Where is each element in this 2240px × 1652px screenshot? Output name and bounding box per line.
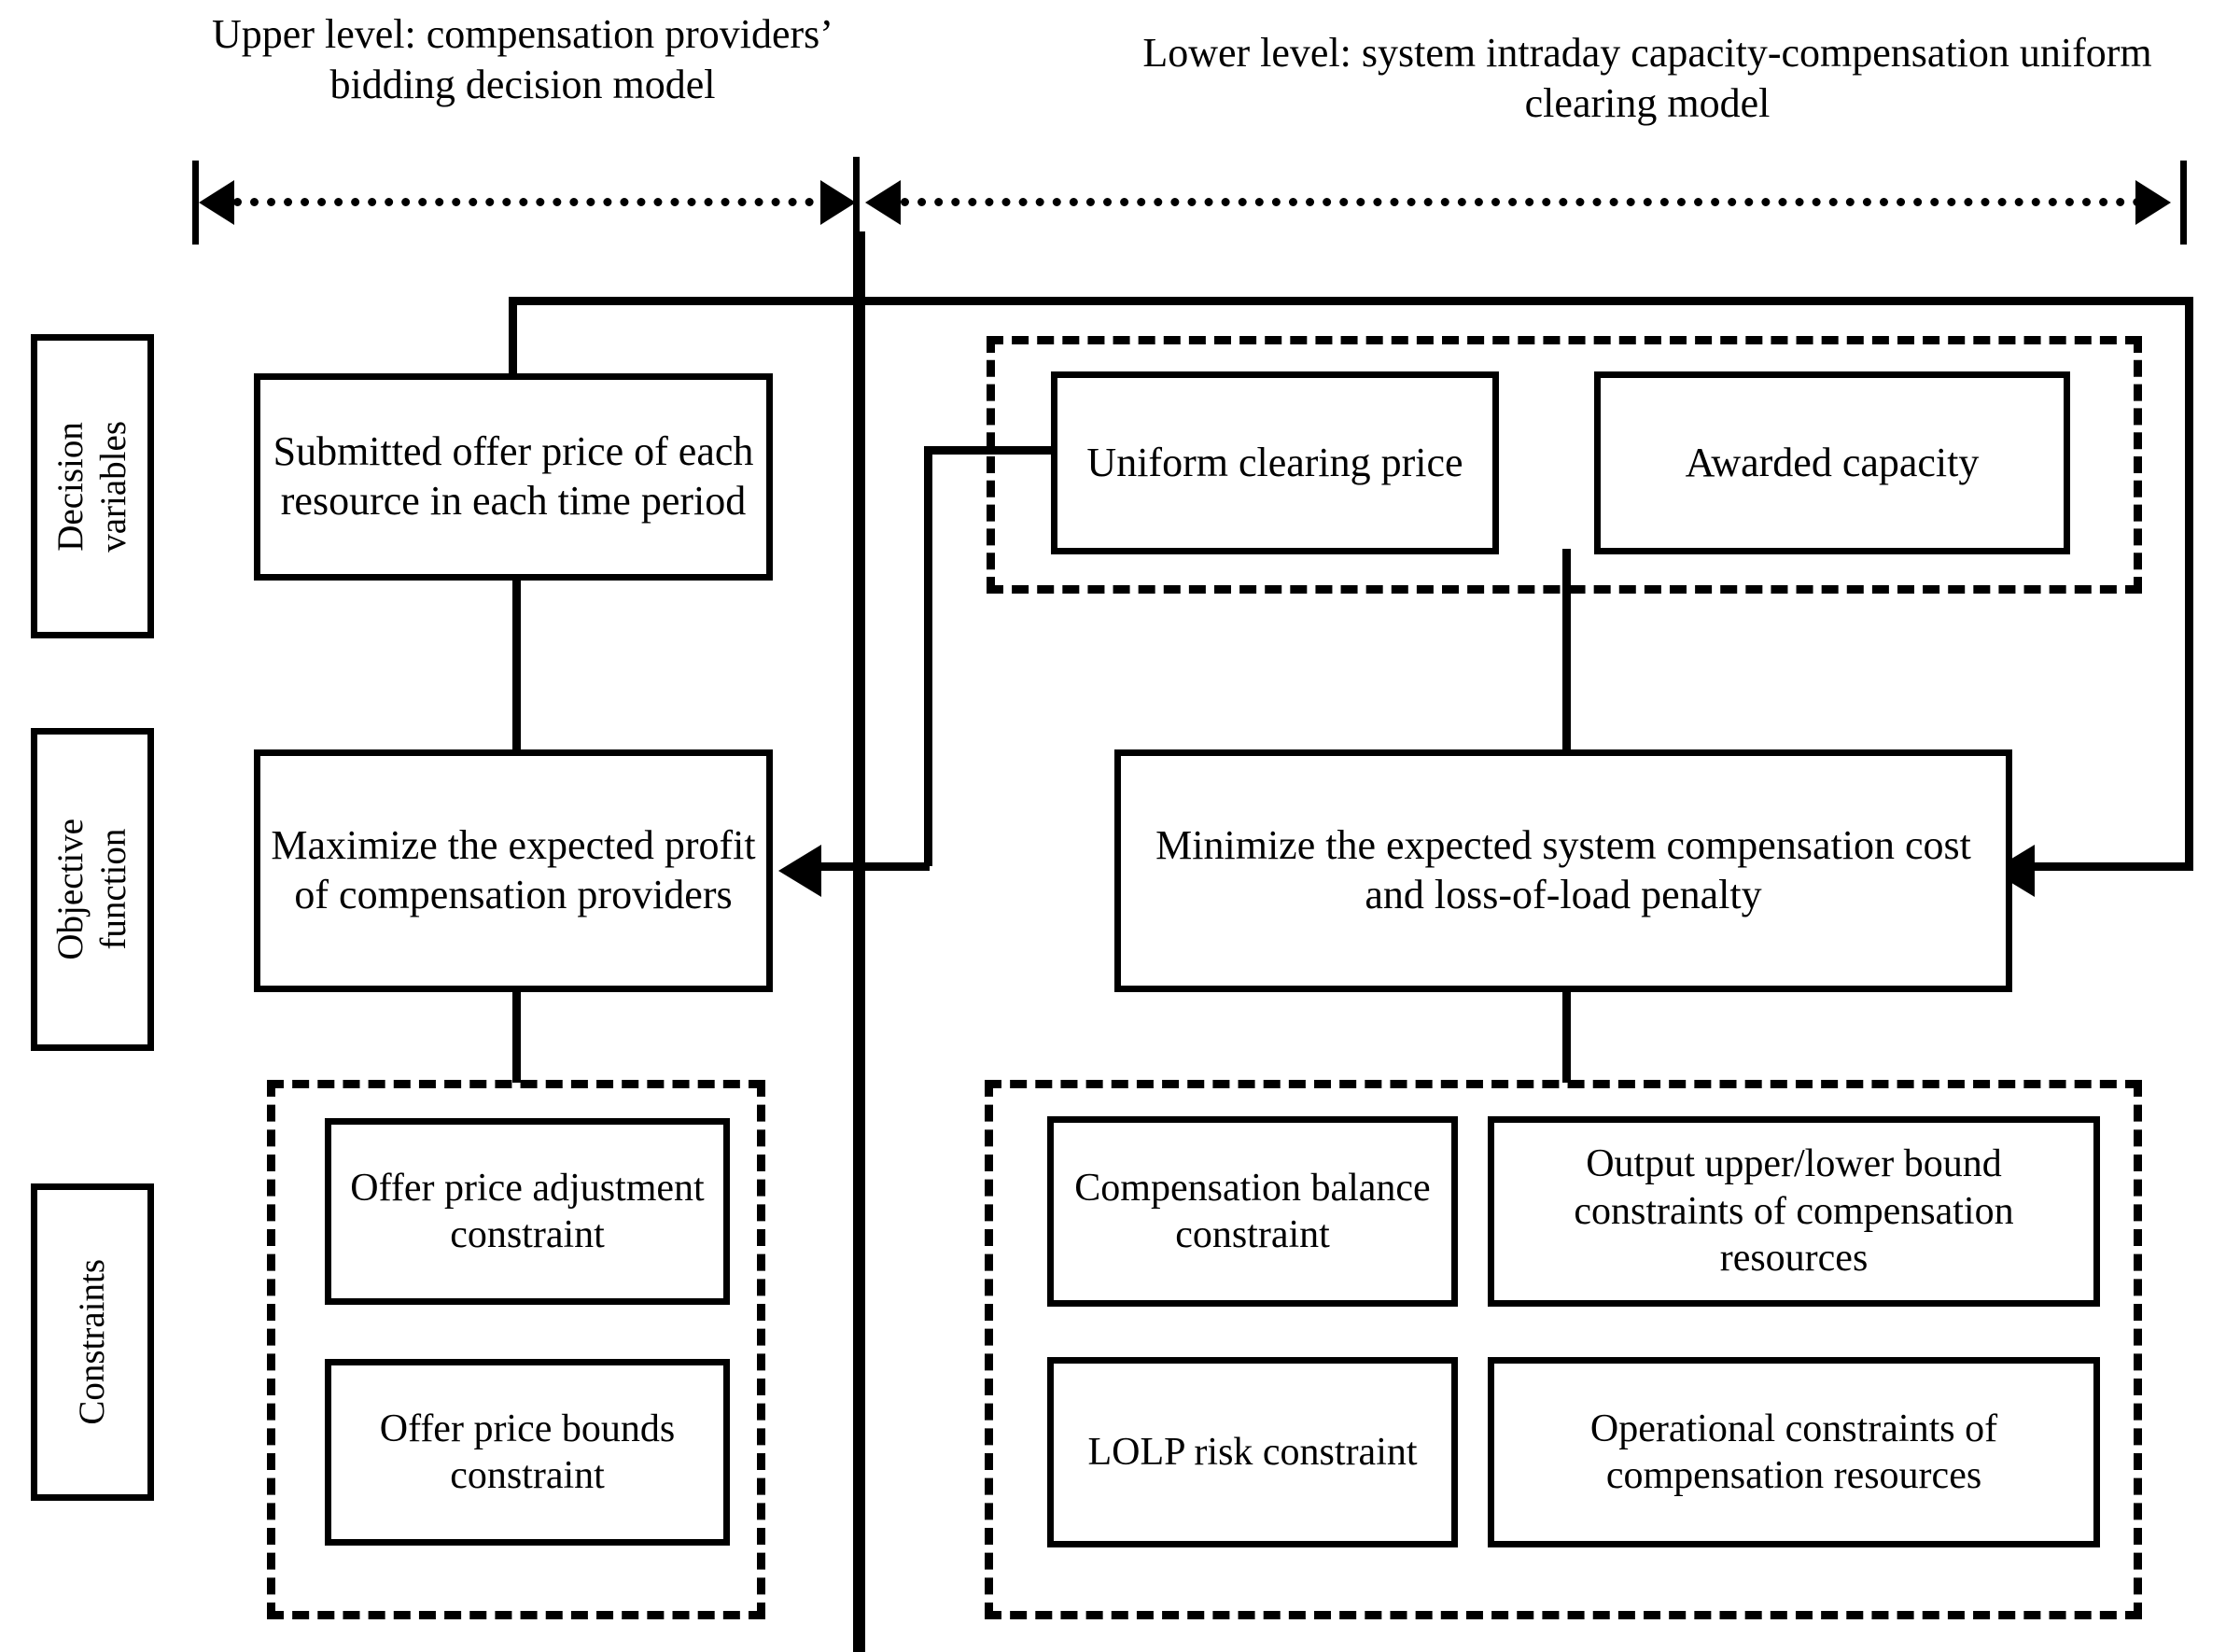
- feedback-right-vertical-line: [2185, 297, 2193, 866]
- box-operational-constraints-label: Operational constraints of compensation …: [1589, 1407, 1998, 1497]
- upper-span-right-arrowhead: [820, 180, 856, 225]
- box-uniform-clearing-price-label: Uniform clearing price: [1086, 439, 1463, 485]
- stem-maximize-to-upper-constraints: [512, 989, 521, 1083]
- clearing-price-into-maximize-horizontal-line: [821, 862, 930, 871]
- stem-submitted-to-maximize: [512, 579, 521, 752]
- lower-span-left-arrowhead: [865, 180, 901, 225]
- lower-span-rail: [901, 198, 2142, 206]
- lower-level-title: Lower level: system intraday capacity-co…: [1142, 30, 2152, 126]
- clearing-price-vertical-line: [924, 446, 932, 866]
- row-label-constraints-text: Constraints: [71, 1259, 112, 1425]
- box-lolp-risk-constraint[interactable]: LOLP risk constraint: [1047, 1357, 1458, 1547]
- upper-span-rail: [233, 198, 831, 206]
- box-compensation-balance-constraint-label: Compensation balance constraint: [1074, 1166, 1431, 1256]
- lower-constraints-group: [985, 1080, 2142, 1619]
- lower-span-right-arrowhead: [2135, 180, 2171, 225]
- box-offer-price-bounds-constraint-label: Offer price bounds constraint: [379, 1407, 676, 1497]
- box-submitted-offer-price-label: Submitted offer price of each resource i…: [273, 428, 754, 524]
- box-minimize-cost[interactable]: Minimize the expected system compensatio…: [1114, 749, 2012, 992]
- box-uniform-clearing-price[interactable]: Uniform clearing price: [1051, 371, 1499, 554]
- box-awarded-capacity[interactable]: Awarded capacity: [1594, 371, 2070, 554]
- span-center-tick: [853, 157, 860, 245]
- upper-level-title: Upper level: compensation providers’ bid…: [212, 11, 833, 107]
- box-maximize-profit-label: Maximize the expected profit of compensa…: [271, 822, 756, 917]
- stem-awarded-capacity-to-minimize: [1562, 549, 1571, 752]
- box-operational-constraints[interactable]: Operational constraints of compensation …: [1488, 1357, 2100, 1547]
- row-label-decision-variables: Decision variables: [31, 334, 154, 638]
- lower-decision-variables-group: [987, 336, 2142, 594]
- box-offer-price-adjustment-constraint-label: Offer price adjustment constraint: [350, 1166, 705, 1256]
- arrow-into-maximize-box: [778, 845, 821, 897]
- box-offer-price-bounds-constraint[interactable]: Offer price bounds constraint: [325, 1359, 730, 1546]
- box-output-bound-constraints[interactable]: Output upper/lower bound constraints of …: [1488, 1116, 2100, 1307]
- box-output-bound-constraints-label: Output upper/lower bound constraints of …: [1574, 1142, 2014, 1281]
- box-lolp-risk-constraint-label: LOLP risk constraint: [1087, 1430, 1418, 1474]
- feedback-top-horizontal-line: [509, 297, 2193, 305]
- box-maximize-profit[interactable]: Maximize the expected profit of compensa…: [254, 749, 773, 992]
- box-offer-price-adjustment-constraint[interactable]: Offer price adjustment constraint: [325, 1118, 730, 1305]
- lower-span-right-tick: [2180, 161, 2187, 245]
- row-label-decision-variables-text: Decision variables: [49, 420, 133, 553]
- box-submitted-offer-price[interactable]: Submitted offer price of each resource i…: [254, 373, 773, 581]
- level-separator-line: [853, 231, 865, 1652]
- row-label-constraints: Constraints: [31, 1183, 154, 1501]
- feedback-into-minimize-horizontal-line: [2035, 862, 2193, 871]
- row-label-objective-function: Objective function: [31, 728, 154, 1051]
- stem-minimize-to-lower-constraints: [1562, 989, 1571, 1083]
- upper-span-left-tick: [192, 161, 199, 245]
- upper-constraints-group: [267, 1080, 765, 1619]
- box-awarded-capacity-label: Awarded capacity: [1685, 439, 1980, 485]
- row-label-objective-function-text: Objective function: [49, 819, 133, 960]
- upper-span-left-arrowhead: [199, 180, 234, 225]
- box-minimize-cost-label: Minimize the expected system compensatio…: [1155, 822, 1971, 917]
- feedback-top-left-stub: [509, 297, 517, 379]
- box-compensation-balance-constraint[interactable]: Compensation balance constraint: [1047, 1116, 1458, 1307]
